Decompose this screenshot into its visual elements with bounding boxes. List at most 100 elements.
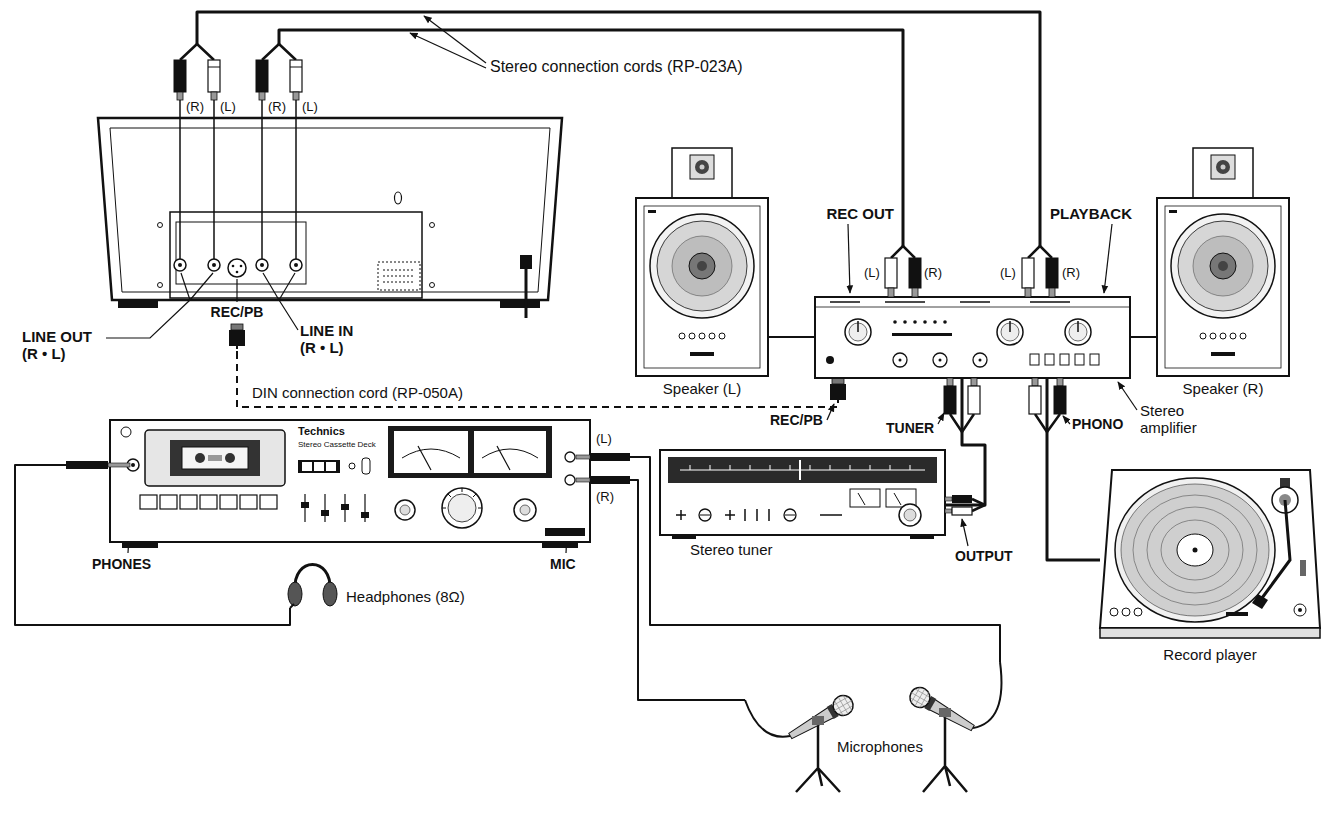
headphones-box: Headphones (8Ω) [285,553,340,608]
amplifier-drawing [892,333,952,336]
amplifier-drawing [939,359,942,362]
microphone-drawing [829,692,856,719]
device-label: Stereo amplifier [1140,402,1220,437]
turntable-drawing [1161,520,1229,580]
microphone-drawing [939,708,951,717]
amplifier-drawing [857,321,859,332]
device-label: Stereo tuner [690,541,830,558]
rca-plug [909,258,921,288]
amplifier-drawing [943,320,947,324]
rca-plug [888,288,894,297]
deck-front-drawing [394,431,468,473]
deck-rear-panel [294,263,298,267]
deck-front-drawing [545,528,585,536]
rca-plug [1032,378,1038,386]
amplifier-drawing [893,353,907,367]
deck-front-drawing [145,430,285,486]
speaker-drawing [1157,148,1289,376]
microphone-drawing [812,716,824,725]
amplifier-drawing [903,320,907,324]
rca-plug [950,414,1060,432]
deck-rear-panel [158,223,163,228]
amplifier-drawing [1030,354,1039,365]
rca-plug [290,60,302,92]
device-label: LINE IN (R • L) [300,322,364,357]
rca-plug [293,92,299,100]
rca-plug [972,499,985,511]
din-plug [236,346,238,352]
channel-label: (L) [302,100,326,115]
din-plug [830,384,846,400]
leader-line [236,279,237,302]
deck-front-drawing [298,460,340,473]
microphone-drawing [923,716,967,792]
deck-rear-panel [430,223,435,228]
turntable-drawing [1133,495,1257,605]
cord-label: Stereo connection cords (RP-023A) [490,58,810,76]
device-label: Speaker (L) [632,380,772,397]
amplifier-drawing [815,307,1130,308]
amplifier-drawing [979,359,982,362]
amplifier-drawing [830,301,1070,303]
leader-line [410,33,486,68]
rca-plug [256,60,268,92]
deck-front-drawing [400,505,410,515]
jack-label: PHONES [92,556,162,572]
deck-rear-panel [118,300,158,308]
jack-label: MIC [550,556,584,572]
deck-rear-panel [174,259,186,271]
tuner-drawing [699,509,711,521]
deck-rear-panel [236,271,239,274]
microphone-drawing [829,692,856,719]
rca-plug [177,92,183,100]
leader-line [848,224,850,293]
deck-front-drawing [395,500,415,520]
deck-rear-panel [98,118,562,300]
leader-line [424,16,486,63]
deck-front-drawing [514,499,536,521]
rca-plug [891,246,1052,258]
deck-front-drawing [442,488,482,508]
leader-line [1063,416,1070,424]
channel-label: (L) [220,100,244,115]
connection-cord [768,336,815,338]
deck-rear-panel [290,259,302,271]
rca-plug [885,258,897,288]
microphone-drawing [906,684,933,711]
tuner-drawing [676,509,842,521]
headphones-drawing [290,604,294,608]
tuner-drawing [799,460,801,480]
rca-plug [952,507,972,515]
deck-rear-panel [395,192,402,204]
rca-plug [945,509,952,513]
tuner-drawing [700,515,710,516]
deck-rear-panel [500,300,540,308]
device-label: Stereo Cassette Deck [298,440,384,449]
rca-plug [174,60,186,92]
amplifier-drawing [826,356,834,364]
deck-front-drawing [182,447,248,469]
turntable-drawing [1262,500,1290,598]
turntable-drawing [1252,594,1268,609]
leader-line [106,16,1137,553]
rca-plug [947,378,953,386]
turntable-drawing [1298,608,1302,612]
turntable-drawing [1100,628,1320,638]
amplifier-drawing [1090,354,1099,365]
amplifier-drawing [923,320,927,324]
turntable-drawing [1122,608,1130,616]
device-label: Speaker (R) [1153,380,1293,397]
deck-front-drawing [170,440,260,476]
deck-rear-panel [430,283,435,288]
connection-cord [1047,378,1100,560]
jack-label: TUNER [886,420,938,436]
rca-plug [968,386,980,414]
speaker-box: Speaker (R) [1157,145,1290,376]
rca-plug [208,60,220,92]
microphone-drawing [906,684,977,737]
device-label: Headphones (8Ω) [346,588,486,605]
deck-front-drawing [326,462,336,471]
deck-front-drawing [302,462,312,471]
